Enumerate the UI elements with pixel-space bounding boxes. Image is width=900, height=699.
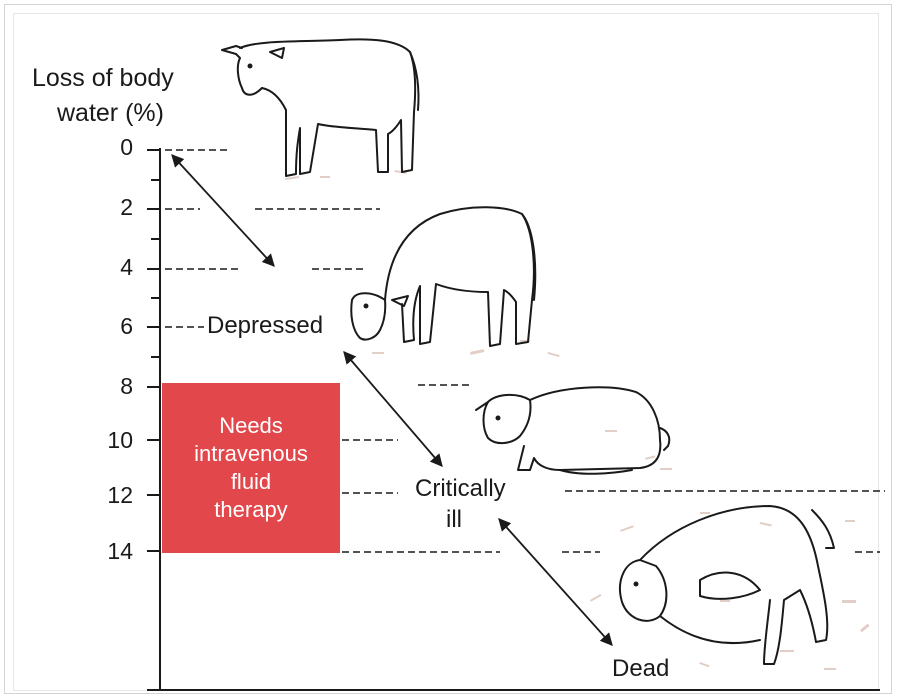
arrow-0-to-depressed [172, 155, 274, 266]
recumbent-calf-icon [476, 387, 669, 473]
arrow-critical-to-dead [499, 519, 612, 645]
ground-texture [285, 170, 870, 670]
arrow-depressed-to-critical [344, 352, 442, 466]
standing-calf-icon [222, 39, 419, 176]
depressed-calf-icon [351, 207, 535, 346]
dead-calf-icon [620, 506, 834, 664]
